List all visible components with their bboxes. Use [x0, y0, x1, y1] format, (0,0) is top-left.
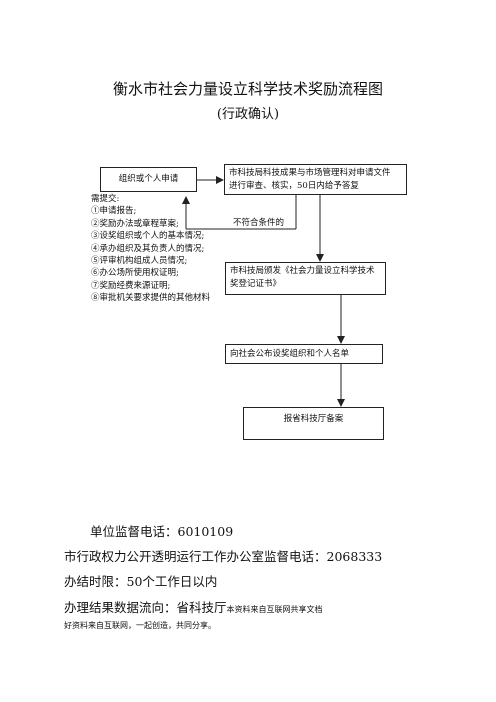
requirements-heading: 需提交: — [91, 194, 120, 204]
source-note: 本资料来自互联网共享文档 — [226, 605, 323, 614]
requirement-item: ⑥办公场所使用权证明; — [91, 268, 179, 279]
filing-box-label: 报省科技厅备案 — [283, 414, 344, 424]
applicant-box-label: 组织或个人申请 — [118, 174, 179, 184]
publish-box-label: 向社会公布设奖组织和个人名单 — [230, 349, 350, 359]
requirement-item: ②奖励办法或章程草案; — [91, 218, 179, 229]
review-box-line-1: 市科技局科技成果与市场管理科对申请文件 — [229, 168, 391, 178]
time-limit: 办结时限：50个工作日以内 — [64, 574, 218, 589]
requirement-item: ①申请报告; — [91, 206, 137, 217]
applicant-box: 组织或个人申请 — [100, 167, 197, 192]
result-flow-label: 办理结果数据流向： — [64, 600, 177, 615]
result-flow-line: 办理结果数据流向：省科技厅本资料来自互联网共享文档 — [64, 597, 323, 616]
requirement-item: ⑤评审机构组成人员情况; — [91, 256, 188, 267]
share-note: 好资料来自互联网，一起创造，共同分享。 — [64, 621, 216, 630]
reject-label: 不符合条件的 — [232, 216, 286, 228]
publish-box: 向社会公布设奖组织和个人名单 — [225, 344, 383, 364]
certificate-box: 市科技局颁发《社会力量设立科学技术 奖登记证书》 — [225, 262, 386, 295]
review-box-line-2: 进行审查、核实，50日内给予答复 — [229, 181, 359, 191]
review-box: 市科技局科技成果与市场管理科对申请文件 进行审查、核实，50日内给予答复 — [224, 164, 407, 195]
requirement-item: ④承办组织及其负责人的情况; — [91, 243, 205, 254]
requirement-item: ③设奖组织或个人的基本情况; — [91, 231, 205, 242]
page-title: 衡水市社会力量设立科学技术奖励流程图 — [112, 80, 383, 98]
requirement-item: ⑦奖励经费来源证明; — [91, 280, 171, 291]
supervision-phone: 单位监督电话：6010109 — [90, 524, 234, 539]
certificate-box-line-1: 市科技局颁发《社会力量设立科学技术 — [230, 266, 375, 276]
certificate-box-line-2: 奖登记证书》 — [230, 279, 282, 289]
office-phone: 市行政权力公开透明运行工作办公室监督电话：2068333 — [64, 549, 383, 564]
result-flow-target: 省科技厅 — [176, 600, 227, 615]
filing-box: 报省科技厅备案 — [243, 407, 384, 440]
page-subtitle: (行政确认) — [216, 107, 280, 122]
requirement-item: ⑧审批机关要求提供的其他材料 — [91, 293, 211, 304]
requirements-list: 需提交: ①申请报告; ②奖励办法或章程草案; ③设奖组织或个人的基本情况; ④… — [91, 193, 210, 305]
